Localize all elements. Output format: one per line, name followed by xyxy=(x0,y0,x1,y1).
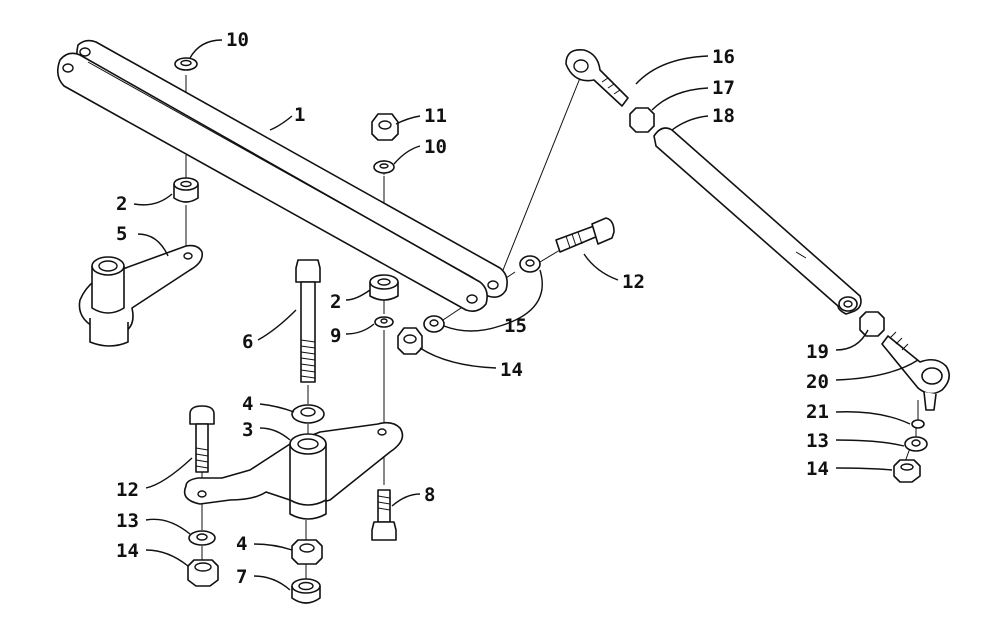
washer xyxy=(519,255,541,273)
washer xyxy=(423,315,445,333)
callout-label: 1 xyxy=(294,104,305,126)
tie-rod-tube xyxy=(653,127,862,315)
cap-nut xyxy=(291,578,321,604)
callout-label: 14 xyxy=(806,458,829,480)
callout-label: 18 xyxy=(712,105,735,127)
callout-label: 4 xyxy=(242,393,253,415)
lower-bracket xyxy=(183,421,404,520)
lock-nut xyxy=(371,113,399,141)
callout-label: 13 xyxy=(806,430,829,452)
spacer xyxy=(173,177,199,203)
callout-labels: 10 1 11 10 2 5 6 2 9 4 3 12 13 14 4 7 8 … xyxy=(116,29,829,588)
callout-label: 12 xyxy=(116,479,139,501)
nut xyxy=(187,559,219,587)
bolt xyxy=(555,217,615,253)
callout-label: 14 xyxy=(116,540,139,562)
callout-label: 14 xyxy=(500,359,523,381)
nut xyxy=(893,459,921,483)
callout-label: 10 xyxy=(226,29,249,51)
callout-label: 2 xyxy=(116,193,127,215)
bolt xyxy=(189,405,215,473)
spacer xyxy=(369,274,399,301)
callout-label: 17 xyxy=(712,77,735,99)
callout-label: 4 xyxy=(236,533,247,555)
link-arm xyxy=(56,39,508,312)
flange-washer xyxy=(291,404,325,424)
ball-joint xyxy=(881,331,950,411)
nut xyxy=(397,327,423,355)
callout-label: 7 xyxy=(236,566,247,588)
callout-label: 6 xyxy=(242,331,253,353)
jam-nut xyxy=(629,107,655,133)
flange-nut xyxy=(291,539,323,565)
callout-label: 10 xyxy=(424,136,447,158)
washer xyxy=(188,530,216,546)
callout-label: 8 xyxy=(424,484,435,506)
callout-label: 20 xyxy=(806,371,829,393)
callout-label: 11 xyxy=(424,105,447,127)
long-bolt xyxy=(295,259,321,383)
callout-leaders xyxy=(133,39,919,591)
jam-nut xyxy=(859,311,885,337)
pivot-bracket xyxy=(78,244,204,347)
shoulder-bolt xyxy=(371,489,397,541)
callout-label: 2 xyxy=(330,291,341,313)
callout-label: 3 xyxy=(242,419,253,441)
callout-label: 16 xyxy=(712,46,735,68)
callout-label: 12 xyxy=(622,271,645,293)
callout-label: 5 xyxy=(116,223,127,245)
callout-label: 21 xyxy=(806,401,829,423)
washer xyxy=(904,436,928,452)
callout-label: 9 xyxy=(330,325,341,347)
callout-label: 19 xyxy=(806,341,829,363)
callout-label: 13 xyxy=(116,510,139,532)
callout-label: 15 xyxy=(504,315,527,337)
rod-end xyxy=(565,48,629,107)
small-washer xyxy=(911,419,925,429)
